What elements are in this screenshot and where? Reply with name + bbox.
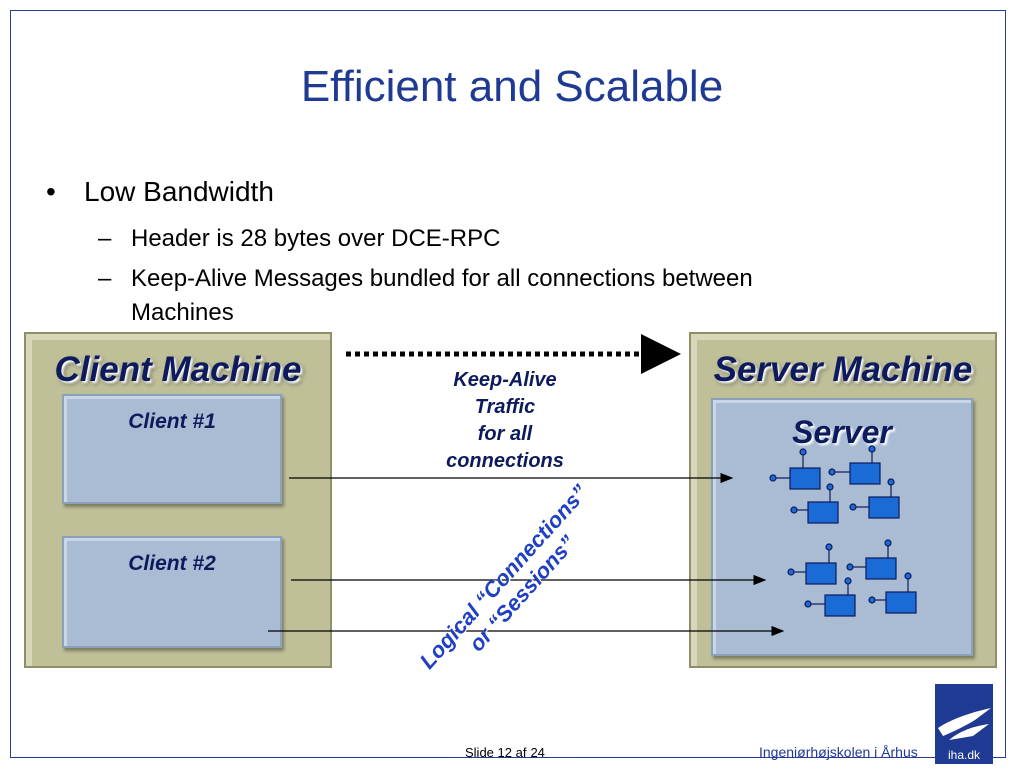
- footer-rule-right: [580, 757, 755, 758]
- sub-bullet-text: Header is 28 bytes over DCE-RPC: [131, 225, 501, 252]
- node-box: [849, 462, 881, 485]
- bullet-dot: •: [46, 176, 56, 207]
- client-1-label: Client #1: [128, 410, 216, 433]
- node-terminal: [884, 539, 892, 547]
- slide-frame: [10, 10, 1006, 758]
- node-box: [789, 467, 821, 490]
- node-terminal: [826, 483, 834, 491]
- node-box: [868, 496, 900, 519]
- logo-text: iha.dk: [948, 748, 981, 762]
- node-box: [805, 562, 837, 585]
- keepalive-line: for all: [477, 423, 533, 445]
- node-terminal: [846, 563, 854, 571]
- node-terminal: [868, 596, 876, 604]
- iha-logo: iha.dk: [935, 684, 993, 764]
- bullet-text: Low Bandwidth: [84, 176, 274, 207]
- footer-rule-left: [10, 757, 444, 758]
- iha-logo-icon: iha.dk: [935, 684, 993, 764]
- keepalive-label: Keep-Alive Traffic for all connections: [420, 367, 590, 475]
- node-terminal: [825, 543, 833, 551]
- node-box: [885, 591, 917, 614]
- sub-bullet-text: Keep-Alive Messages bundled for all conn…: [131, 265, 753, 292]
- slide-title: Efficient and Scalable: [300, 62, 724, 111]
- keepalive-line: Keep-Alive: [453, 369, 557, 391]
- institution-name: Ingeniørhøjskolen i Århus: [759, 744, 918, 760]
- node-box: [865, 557, 897, 580]
- node-terminal: [844, 577, 852, 585]
- keepalive-line: connections: [446, 450, 564, 472]
- server-node-cluster-top: [769, 445, 900, 524]
- slide-number-total: 24: [530, 745, 545, 760]
- node-terminal: [868, 445, 876, 453]
- node-terminal: [804, 600, 812, 608]
- sub-bullet-dash: –: [98, 225, 112, 252]
- node-box: [824, 594, 856, 617]
- node-terminal: [887, 478, 895, 486]
- server-machine-title: Server Machine: [713, 350, 973, 389]
- client-machine-title: Client Machine: [54, 350, 302, 389]
- client-2-label: Client #2: [128, 552, 216, 575]
- node-terminal: [790, 506, 798, 514]
- client-2-panel: Client #2: [62, 536, 282, 648]
- node-terminal: [799, 448, 807, 456]
- node-terminal: [849, 503, 857, 511]
- sub-bullet-text-cont: Machines: [131, 299, 234, 326]
- node-terminal: [787, 568, 795, 576]
- node-terminal: [769, 474, 777, 482]
- node-terminal: [828, 468, 836, 476]
- node-terminal: [904, 572, 912, 580]
- keepalive-line: Traffic: [474, 396, 536, 418]
- server-label: Server: [792, 414, 892, 450]
- server-node-cluster-bottom: [787, 539, 917, 617]
- sub-bullet-dash: –: [98, 265, 112, 292]
- node-box: [807, 501, 839, 524]
- slide-number-label: Slide 12 af: [465, 745, 527, 760]
- client-machine-box: Client Machine Client #1 Client #2: [24, 332, 332, 668]
- client-1-panel: Client #1: [62, 394, 282, 504]
